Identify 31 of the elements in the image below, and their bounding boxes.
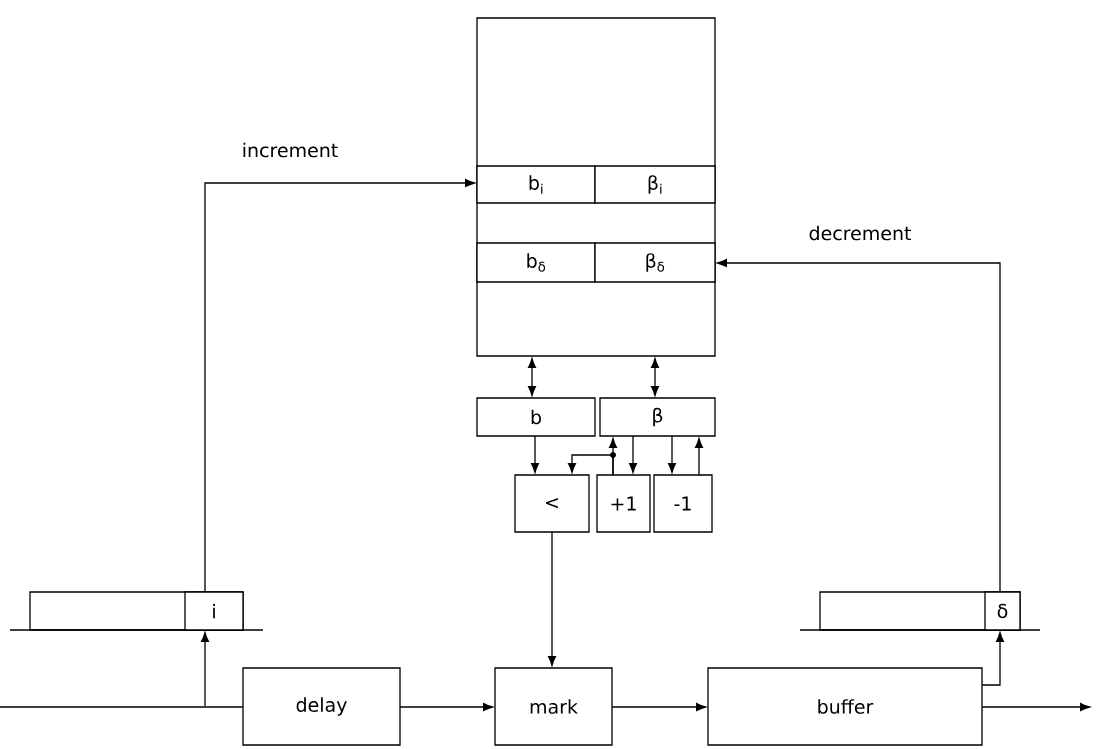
arrow <box>717 259 1001 593</box>
process-box: delay <box>242 667 401 746</box>
process-box: mark <box>494 667 613 746</box>
register-box: b <box>476 397 596 437</box>
register-box: β <box>599 397 716 437</box>
table-cell: β$_{δ}$ <box>594 242 716 283</box>
arrow <box>981 703 1090 711</box>
arrow <box>531 435 539 473</box>
arrow <box>399 703 493 711</box>
table-cell: b$_{i}$ <box>476 165 596 204</box>
arrow <box>651 358 659 396</box>
comparator-box: < <box>514 474 590 533</box>
arrow <box>611 703 706 711</box>
arrow <box>204 179 475 593</box>
arrow <box>668 435 676 473</box>
adder-box: +1 <box>596 474 651 533</box>
arrow <box>695 438 703 476</box>
arrow <box>528 358 536 396</box>
edge-label: increment <box>243 142 338 158</box>
arrow <box>548 531 556 666</box>
register-cell: δ <box>984 591 1021 631</box>
arrow <box>568 454 614 476</box>
arrow <box>201 632 210 707</box>
table-cell: b$_{δ}$ <box>476 242 596 283</box>
arrow <box>981 632 1004 686</box>
arrow <box>629 435 637 473</box>
process-box: buffer <box>707 667 983 746</box>
edge-label: decrement <box>809 225 912 241</box>
register-cell: i <box>184 591 244 631</box>
subtractor-box: -1 <box>653 474 713 533</box>
table-cell: β$_{i}$ <box>594 165 716 204</box>
